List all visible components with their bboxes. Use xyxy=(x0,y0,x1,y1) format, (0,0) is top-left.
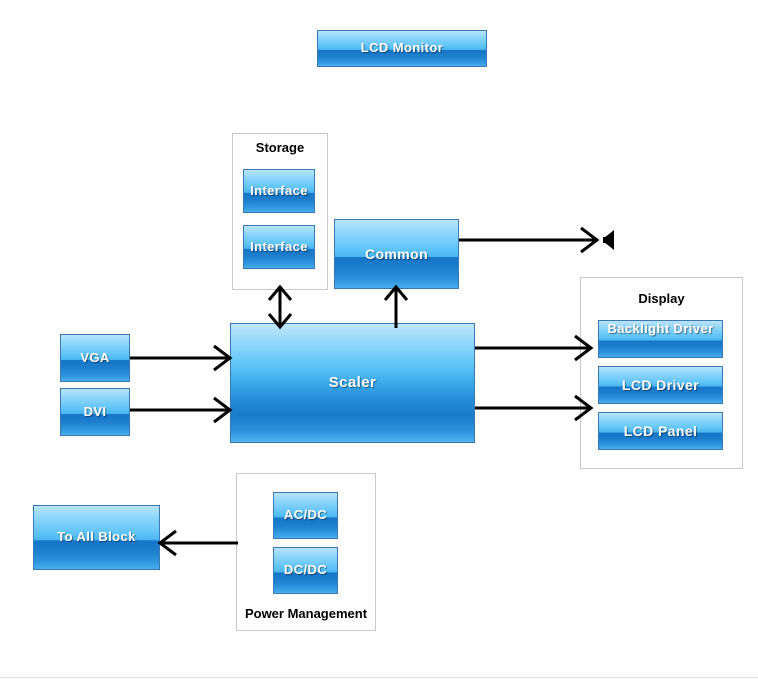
connector-scaler-to-backlight-driver xyxy=(475,334,594,362)
block-label: LCD Panel xyxy=(623,422,698,439)
block-lcd-monitor[interactable]: LCD Monitor xyxy=(317,30,487,67)
connector-dvi-to-scaler xyxy=(130,396,233,424)
block-ac-dc[interactable]: AC/DC xyxy=(273,492,338,539)
block-label: DVI xyxy=(83,403,107,419)
block-lcd-panel[interactable]: LCD Panel xyxy=(598,412,723,450)
group-power-management xyxy=(236,473,376,631)
connector-storage-scaler-bidirectional xyxy=(267,284,293,330)
bottom-divider xyxy=(0,677,758,678)
block-label: Scaler xyxy=(328,374,377,392)
group-display xyxy=(580,277,743,469)
block-label: DC/DC xyxy=(283,562,328,578)
connector-power-to-all-block xyxy=(157,529,238,557)
block-backlight-driver[interactable]: Backlight Driver xyxy=(598,320,723,358)
connector-vga-to-scaler xyxy=(130,344,233,372)
block-label: LCD Driver xyxy=(621,376,700,393)
connector-scaler-to-common xyxy=(383,284,409,328)
block-label: LCD Monitor xyxy=(360,40,444,56)
block-dc-dc[interactable]: DC/DC xyxy=(273,547,338,594)
block-storage-interface-1[interactable]: Interface xyxy=(243,169,315,213)
block-to-all-block[interactable]: To All Block xyxy=(33,505,160,570)
block-label: Common xyxy=(364,245,429,262)
block-label: Interface xyxy=(250,182,308,198)
connector-scaler-to-lcd-panel xyxy=(475,394,594,422)
speaker-icon xyxy=(603,230,614,250)
block-label: VGA xyxy=(80,349,110,365)
block-lcd-driver[interactable]: LCD Driver xyxy=(598,366,723,404)
block-label: Backlight Driver xyxy=(607,321,714,336)
block-dvi[interactable]: DVI xyxy=(60,388,130,436)
block-label: AC/DC xyxy=(283,507,328,523)
group-power-management-title: Power Management xyxy=(244,606,368,621)
group-display-title: Display xyxy=(638,291,685,306)
block-common[interactable]: Common xyxy=(334,219,459,289)
block-label: Interface xyxy=(250,238,308,254)
block-storage-interface-2[interactable]: Interface xyxy=(243,225,315,269)
connector-common-to-speaker xyxy=(459,226,600,254)
group-storage-title: Storage xyxy=(255,140,305,155)
block-label: To All Block xyxy=(57,529,136,545)
block-scaler[interactable]: Scaler xyxy=(230,323,475,443)
block-vga[interactable]: VGA xyxy=(60,334,130,382)
